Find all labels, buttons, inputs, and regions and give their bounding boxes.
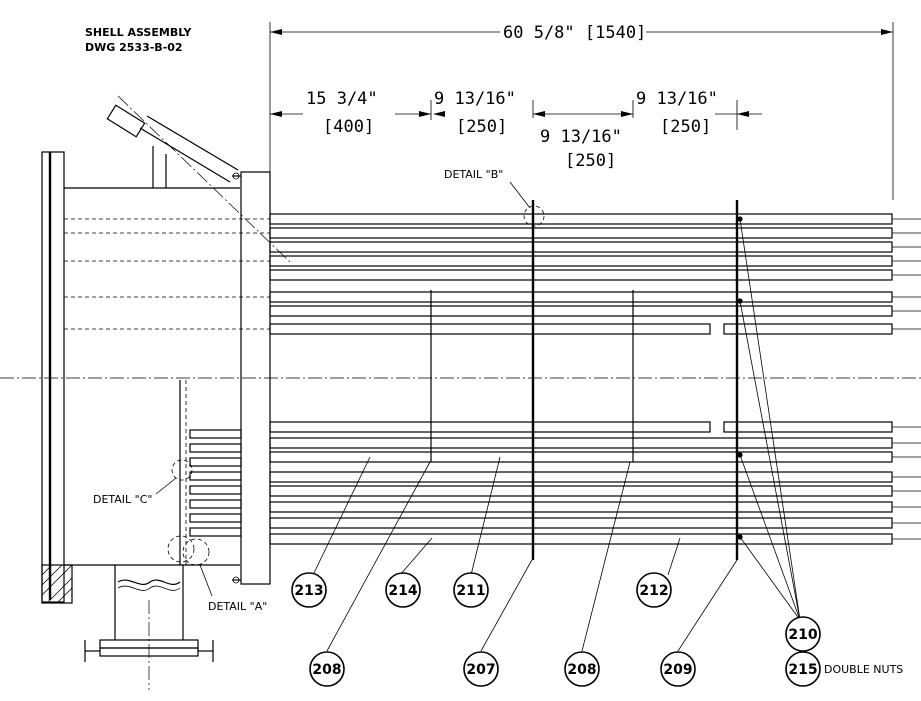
balloon-215: 215 <box>785 651 821 687</box>
balloon-214: 214 <box>385 572 421 608</box>
dim-3-mm: [250] <box>565 151 616 171</box>
svg-text:207: 207 <box>466 662 495 678</box>
lower-tube-bundle <box>189 421 921 545</box>
svg-text:212: 212 <box>639 583 668 599</box>
detail-c-label: DETAIL "C" <box>93 493 152 506</box>
bottom-nozzle <box>84 565 214 690</box>
balloon-209: 209 <box>660 651 696 687</box>
dim-3-inches: 9 13/16" <box>540 127 622 147</box>
balloon-208-right: 208 <box>564 651 600 687</box>
svg-text:215: 215 <box>788 662 817 678</box>
dim-2-inches: 9 13/16" <box>434 89 516 109</box>
title-line-2: DWG 2533-B-02 <box>85 41 183 54</box>
dim-2-mm: [250] <box>456 117 507 137</box>
overall-dimension-label: 60 5/8" [1540] <box>503 23 646 43</box>
svg-text:213: 213 <box>294 583 323 599</box>
baffle-spacing-dimensions: 15 3/4" [400] 9 13/16" [250] 9 13/16" [2… <box>270 89 762 171</box>
upper-tube-bundle <box>64 213 921 335</box>
dim-4-mm: [250] <box>660 117 711 137</box>
svg-text:208: 208 <box>312 662 341 678</box>
leader-lines <box>312 218 801 652</box>
svg-text:208: 208 <box>567 662 596 678</box>
dim-1-inches: 15 3/4" <box>306 89 378 109</box>
overall-dimension: 60 5/8" [1540] <box>269 22 894 200</box>
balloon-211: 211 <box>453 572 489 608</box>
double-nuts-note: DOUBLE NUTS <box>824 663 903 676</box>
balloon-208-left: 208 <box>309 651 345 687</box>
vent-nozzle <box>106 95 291 263</box>
balloon-210: 210 <box>785 616 821 652</box>
svg-text:209: 209 <box>663 662 692 678</box>
dim-4-inches: 9 13/16" <box>636 89 718 109</box>
detail-markers: DETAIL "B" DETAIL "C" DETAIL "A" <box>93 168 545 613</box>
balloon-213: 213 <box>291 572 327 608</box>
detail-a-label: DETAIL "A" <box>208 600 267 613</box>
svg-text:214: 214 <box>388 583 417 599</box>
balloon-212: 212 <box>636 572 672 608</box>
svg-text:211: 211 <box>456 583 485 599</box>
svg-text:210: 210 <box>788 627 817 643</box>
detail-b-label: DETAIL "B" <box>444 168 503 181</box>
title-line-1: SHELL ASSEMBLY <box>85 26 192 39</box>
balloon-207: 207 <box>463 651 499 687</box>
dim-1-mm: [400] <box>323 117 374 137</box>
baffles <box>430 200 743 560</box>
shell-body <box>41 151 240 604</box>
